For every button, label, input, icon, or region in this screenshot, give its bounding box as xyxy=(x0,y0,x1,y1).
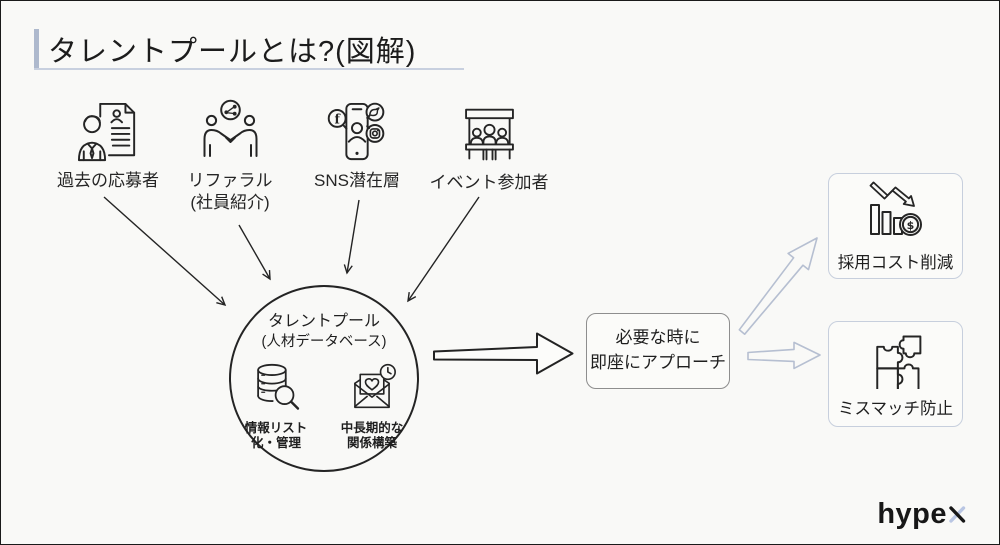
benefit-cost-reduction: $ 採用コスト削減 xyxy=(828,173,963,279)
approach-box: 必要な時に 即座にアプローチ xyxy=(586,313,730,389)
arrow-approach-to-mismatch xyxy=(747,341,821,370)
svg-text:$: $ xyxy=(906,219,914,232)
svg-text:f: f xyxy=(334,111,341,126)
pool-feature-list-management: 情報リスト化・管理 xyxy=(235,361,317,452)
puzzle-pieces-icon xyxy=(866,329,926,394)
pool-feature-label: 中長期的な関係構築 xyxy=(340,420,404,451)
smartphone-sns-icon: f xyxy=(326,99,388,163)
source-event: イベント参加者 xyxy=(430,101,549,194)
benefit-label: ミスマッチ防止 xyxy=(837,400,953,418)
handshake-share-icon xyxy=(198,99,262,163)
pool-feature-relationship: 中長期的な関係構築 xyxy=(331,361,413,452)
benefit-label: 採用コスト削減 xyxy=(837,254,954,272)
source-label: イベント参加者 xyxy=(429,173,549,192)
pool-title: タレントプール xyxy=(267,313,380,330)
pool-feature-label: 情報リスト化・管理 xyxy=(244,420,308,451)
source-sns: f SNS潜在層 xyxy=(314,99,400,192)
person-resume-icon xyxy=(77,99,139,163)
arrow-approach-to-cost xyxy=(738,237,818,336)
arrow-pool-to-approach xyxy=(433,332,574,375)
mail-heart-clock-icon xyxy=(346,361,398,418)
database-search-icon xyxy=(250,361,302,418)
benefit-mismatch-prevention: ミスマッチ防止 xyxy=(828,321,963,427)
pool-subtitle: (人材データベース) xyxy=(261,333,387,350)
cost-declining-chart-icon: $ xyxy=(864,179,928,248)
source-past-applicants: 過去の応募者 xyxy=(57,99,159,192)
logo-x-icon xyxy=(948,499,966,532)
title-underline xyxy=(34,68,464,70)
title-accent-bar xyxy=(34,29,39,69)
arrow-sns-to-pool xyxy=(343,199,360,275)
page-title: タレントプールとは?(図解) xyxy=(48,36,417,68)
event-booth-icon xyxy=(459,101,519,165)
arrow-referral-to-pool xyxy=(238,224,271,281)
talent-pool-circle: タレントプール (人材データベース) xyxy=(229,285,419,472)
source-label: SNS潜在層 xyxy=(314,171,400,190)
source-label: リファラル(社員紹介) xyxy=(187,171,273,213)
source-referral: リファラル(社員紹介) xyxy=(188,99,273,215)
hypex-logo: hype xyxy=(877,498,966,531)
arrow-event-to-pool xyxy=(407,196,480,303)
source-label: 過去の応募者 xyxy=(57,171,159,190)
logo-text: hype xyxy=(877,498,947,530)
